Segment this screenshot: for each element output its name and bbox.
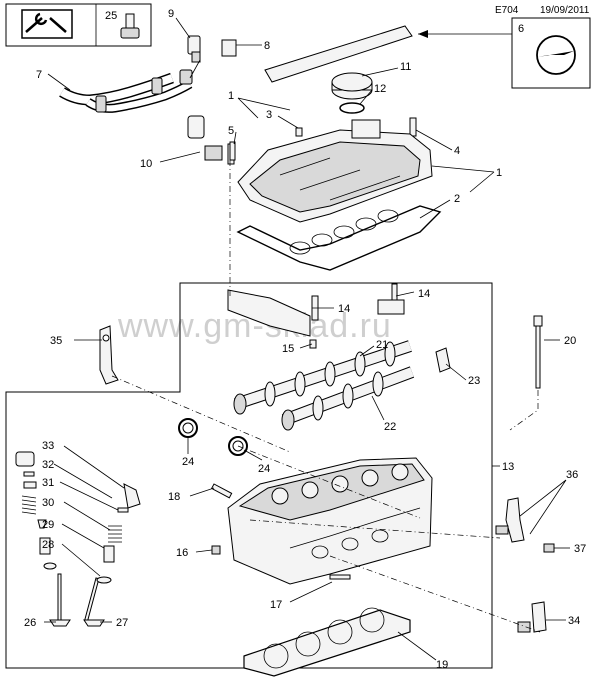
callout-27: 27 <box>116 617 128 629</box>
callout-2: 2 <box>454 193 460 205</box>
callout-7: 7 <box>36 69 42 81</box>
valve-train-parts <box>15 451 141 627</box>
intake-camshaft <box>233 340 412 415</box>
exhaust-camshaft <box>281 366 415 431</box>
callout-26: 26 <box>24 617 36 629</box>
cylinder-head <box>227 457 433 585</box>
callout-35: 35 <box>50 335 62 347</box>
callout-5: 5 <box>228 125 234 137</box>
callout-16: 16 <box>176 547 188 559</box>
callout-33: 33 <box>42 440 54 452</box>
callout-19: 19 <box>436 659 448 671</box>
valve-cover <box>237 119 433 223</box>
exhaust-valve <box>83 577 100 622</box>
callout-12: 12 <box>374 83 386 95</box>
plug-16 <box>211 545 221 555</box>
callout-25: 25 <box>105 10 117 22</box>
callout-28: 28 <box>42 539 54 551</box>
stud-bolt <box>210 483 233 499</box>
callout-11: 11 <box>400 61 411 73</box>
oil-filler-cap <box>331 72 373 114</box>
head-bolt <box>533 315 543 389</box>
tool-icon-box: 25 <box>5 3 152 47</box>
diagram-code: E704 <box>495 5 519 16</box>
callout-15: 15 <box>282 343 294 355</box>
sensor-assembly <box>187 35 237 79</box>
callout-6: 6 <box>518 23 524 35</box>
callout-24b: 24 <box>258 463 270 475</box>
callout-14a: 14 <box>338 303 350 315</box>
callout-3: 3 <box>266 109 272 121</box>
hydraulic-lifter <box>15 451 35 467</box>
lifting-eye-front <box>99 325 119 385</box>
callout-30: 30 <box>42 497 54 509</box>
callout-29: 29 <box>42 519 54 531</box>
callout-21: 21 <box>376 339 388 351</box>
callout-20: 20 <box>564 335 576 347</box>
intake-valve <box>57 573 62 621</box>
callout-31: 31 <box>42 477 54 489</box>
callout-labels: 9 8 7 11 12 1 3 5 10 4 1 2 14 14 15 21 3… <box>24 8 586 671</box>
callout-1b: 1 <box>496 167 502 179</box>
lifting-eye-rear <box>495 497 555 553</box>
callout-37: 37 <box>574 543 586 555</box>
callout-36: 36 <box>566 469 578 481</box>
valve-guide <box>39 537 51 555</box>
callout-22: 22 <box>384 421 396 433</box>
lifting-eye-bottom <box>517 601 547 633</box>
lifter-33 <box>123 483 141 509</box>
cam-position-wheel <box>435 347 451 373</box>
brand-emblem-box: 6 <box>511 17 591 89</box>
bleed-valve-part <box>120 13 140 39</box>
cover-trim-strip <box>264 25 413 83</box>
dowel-pin <box>329 574 351 580</box>
valve-key <box>23 471 35 477</box>
callout-24a: 24 <box>182 456 194 468</box>
alignment-lines <box>111 160 541 633</box>
diagram-date: 19/09/2011 <box>540 5 590 16</box>
callout-4: 4 <box>454 145 460 157</box>
callout-10: 10 <box>140 158 152 170</box>
camshaft-seals <box>178 418 248 456</box>
callout-18: 18 <box>168 491 180 503</box>
callout-13: 13 <box>502 461 514 473</box>
callout-8: 8 <box>264 40 270 52</box>
spring-retainer <box>23 481 37 489</box>
callout-34: 34 <box>568 615 580 627</box>
assembly-frame <box>5 282 493 669</box>
leader-lines <box>44 17 570 661</box>
cam-sensor <box>187 115 235 165</box>
head-gasket <box>243 607 411 677</box>
callout-1: 1 <box>228 90 234 102</box>
breather-hose <box>59 69 193 113</box>
manual-wrench-icon <box>21 9 73 39</box>
valve-seal <box>43 562 57 570</box>
cover-gasket <box>236 205 442 271</box>
callout-17: 17 <box>270 599 282 611</box>
valve-spring <box>21 495 37 515</box>
callout-9: 9 <box>168 8 174 20</box>
callout-23: 23 <box>468 375 480 387</box>
callout-32: 32 <box>42 459 54 471</box>
callout-14b: 14 <box>418 288 430 300</box>
spring-seat <box>37 519 47 529</box>
